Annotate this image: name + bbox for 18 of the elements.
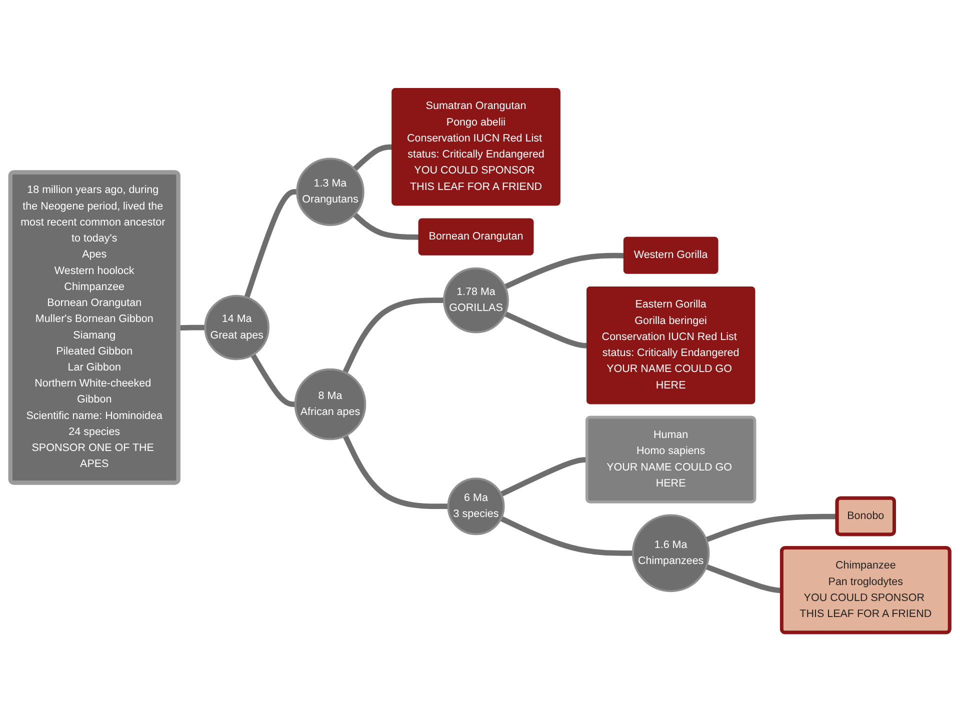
- connector: [342, 434, 448, 509]
- connector: [504, 310, 588, 348]
- connector: [250, 353, 296, 407]
- connector: [705, 513, 838, 542]
- connector: [504, 252, 624, 289]
- node-circle: 6 Ma 3 species: [447, 477, 505, 535]
- connector: [705, 564, 782, 593]
- connector: [342, 297, 444, 374]
- node-circle: 1.6 Ma Chimpanzees: [632, 514, 710, 592]
- connector: [178, 324, 206, 330]
- node-circle: 14 Ma Great apes: [204, 294, 270, 360]
- node-circle: 1.78 Ma GORILLAS: [443, 266, 509, 333]
- connector: [352, 212, 420, 240]
- connector: [244, 188, 298, 298]
- node-circle: 1.3 Ma Orangutans: [296, 157, 364, 226]
- connector: [352, 144, 393, 171]
- node-circle: 8 Ma African apes: [294, 368, 366, 440]
- connector: [500, 516, 633, 556]
